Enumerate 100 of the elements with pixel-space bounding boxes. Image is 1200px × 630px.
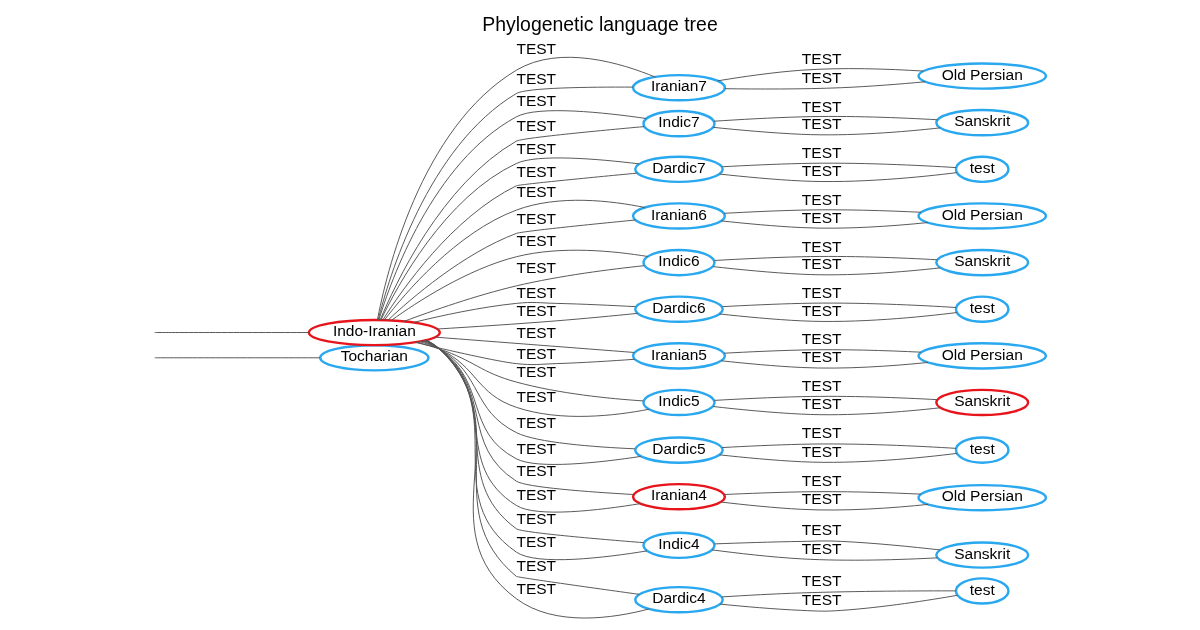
node-ellipse: Old Persian	[917, 62, 1048, 90]
connector	[712, 406, 941, 416]
edge-label: TEST	[801, 539, 842, 557]
edge-label: TEST	[516, 259, 557, 277]
connector	[720, 220, 929, 229]
edge-label: TEST	[801, 68, 842, 86]
edge-label: TEST	[801, 208, 842, 226]
connector	[719, 312, 958, 322]
node-ellipse: Sanskrit	[935, 108, 1030, 137]
node-ellipse: Dardic5	[634, 436, 724, 464]
node-ellipse: Sanskrit	[935, 248, 1030, 277]
edge-label: TEST	[801, 237, 842, 255]
connector	[713, 115, 938, 122]
node-ellipse: Dardic7	[634, 155, 724, 184]
node-ellipse: Dardic4	[634, 585, 724, 614]
connector	[713, 255, 938, 261]
connector	[436, 312, 638, 330]
edge-label: TEST	[801, 301, 842, 319]
edge-label: TEST	[801, 255, 842, 273]
connector	[712, 266, 941, 276]
connector	[403, 265, 645, 322]
node-ellipse: Sanskrit	[935, 541, 1030, 569]
node-ellipse: Old Persian	[917, 202, 1048, 230]
edge-label: TEST	[516, 91, 557, 109]
connector	[434, 336, 635, 353]
node-ellipse: Indo-Iranian	[307, 318, 441, 347]
edge-label: TEST	[801, 395, 842, 413]
edge-label: TEST	[516, 557, 557, 575]
connector	[391, 249, 649, 321]
connector	[723, 209, 922, 214]
connector	[713, 395, 938, 401]
edge-label: TEST	[801, 424, 842, 442]
edge-label: TEST	[801, 50, 842, 68]
node-ellipse: test	[954, 155, 1010, 184]
diagram-title: Phylogenetic language tree	[482, 13, 718, 36]
node-ellipse: Iranian5	[631, 342, 727, 370]
edge-label: TEST	[801, 161, 842, 179]
node-ellipse: Indic6	[642, 248, 716, 277]
edge-label: TEST	[801, 329, 842, 347]
connector	[721, 443, 957, 449]
edge-label: TEST	[516, 486, 557, 504]
edge-label: TEST	[801, 591, 842, 609]
connector	[719, 172, 958, 183]
node-ellipse: Indic7	[642, 109, 716, 138]
edge-label: TEST	[516, 344, 557, 362]
edge-label: TEST	[516, 363, 557, 381]
connector	[154, 357, 321, 359]
connector	[714, 540, 941, 551]
connector	[719, 452, 958, 463]
connector	[720, 501, 929, 511]
edge-label: TEST	[516, 162, 557, 180]
connector	[384, 199, 646, 321]
edge-label: TEST	[801, 348, 842, 366]
edge-label: TEST	[516, 69, 557, 87]
edge-label: TEST	[801, 521, 842, 539]
edge-label: TEST	[801, 442, 842, 460]
edge-label: TEST	[516, 509, 557, 527]
connector	[721, 590, 957, 598]
node-ellipse: test	[954, 436, 1010, 464]
connector	[717, 68, 924, 82]
edge-label: TEST	[516, 413, 557, 431]
connector	[719, 594, 958, 612]
connector	[412, 302, 637, 324]
node-ellipse: Old Persian	[917, 342, 1048, 370]
node-ellipse: test	[954, 295, 1010, 323]
node-ellipse: Indic5	[642, 388, 716, 417]
edge-label: TEST	[801, 571, 842, 589]
edge-label: TEST	[516, 533, 557, 551]
connector	[721, 162, 957, 169]
edge-label: TEST	[516, 462, 557, 480]
edge-label: TEST	[516, 139, 557, 157]
edge-label: TEST	[516, 183, 557, 201]
node-ellipse: Indic4	[642, 531, 716, 560]
edge-label: TEST	[801, 471, 842, 489]
edge-label: TEST	[516, 324, 557, 342]
connector	[723, 349, 922, 354]
connector	[724, 81, 926, 90]
connector	[414, 341, 636, 366]
connector	[721, 302, 957, 308]
edge-label: TEST	[801, 490, 842, 508]
edge-label: TEST	[801, 97, 842, 115]
connector	[419, 340, 650, 417]
connector	[711, 549, 938, 561]
edge-label: TEST	[801, 115, 842, 133]
connector	[415, 341, 644, 402]
node-ellipse: Tocharian	[319, 343, 430, 372]
connector	[376, 56, 656, 321]
node-ellipse: Iranian4	[631, 482, 727, 511]
edge-label: TEST	[801, 144, 842, 162]
connector	[154, 332, 310, 333]
node-ellipse: Dardic6	[634, 295, 724, 323]
edge-label: TEST	[801, 284, 842, 302]
edge-label: TEST	[516, 439, 557, 457]
node-ellipse: Iranian7	[631, 73, 727, 102]
node-ellipse: test	[954, 577, 1010, 605]
connector	[387, 219, 636, 321]
edge-label: TEST	[516, 117, 557, 135]
edge-label: TEST	[801, 376, 842, 394]
node-ellipse: Sanskrit	[935, 388, 1030, 417]
edge-label: TEST	[516, 39, 557, 57]
